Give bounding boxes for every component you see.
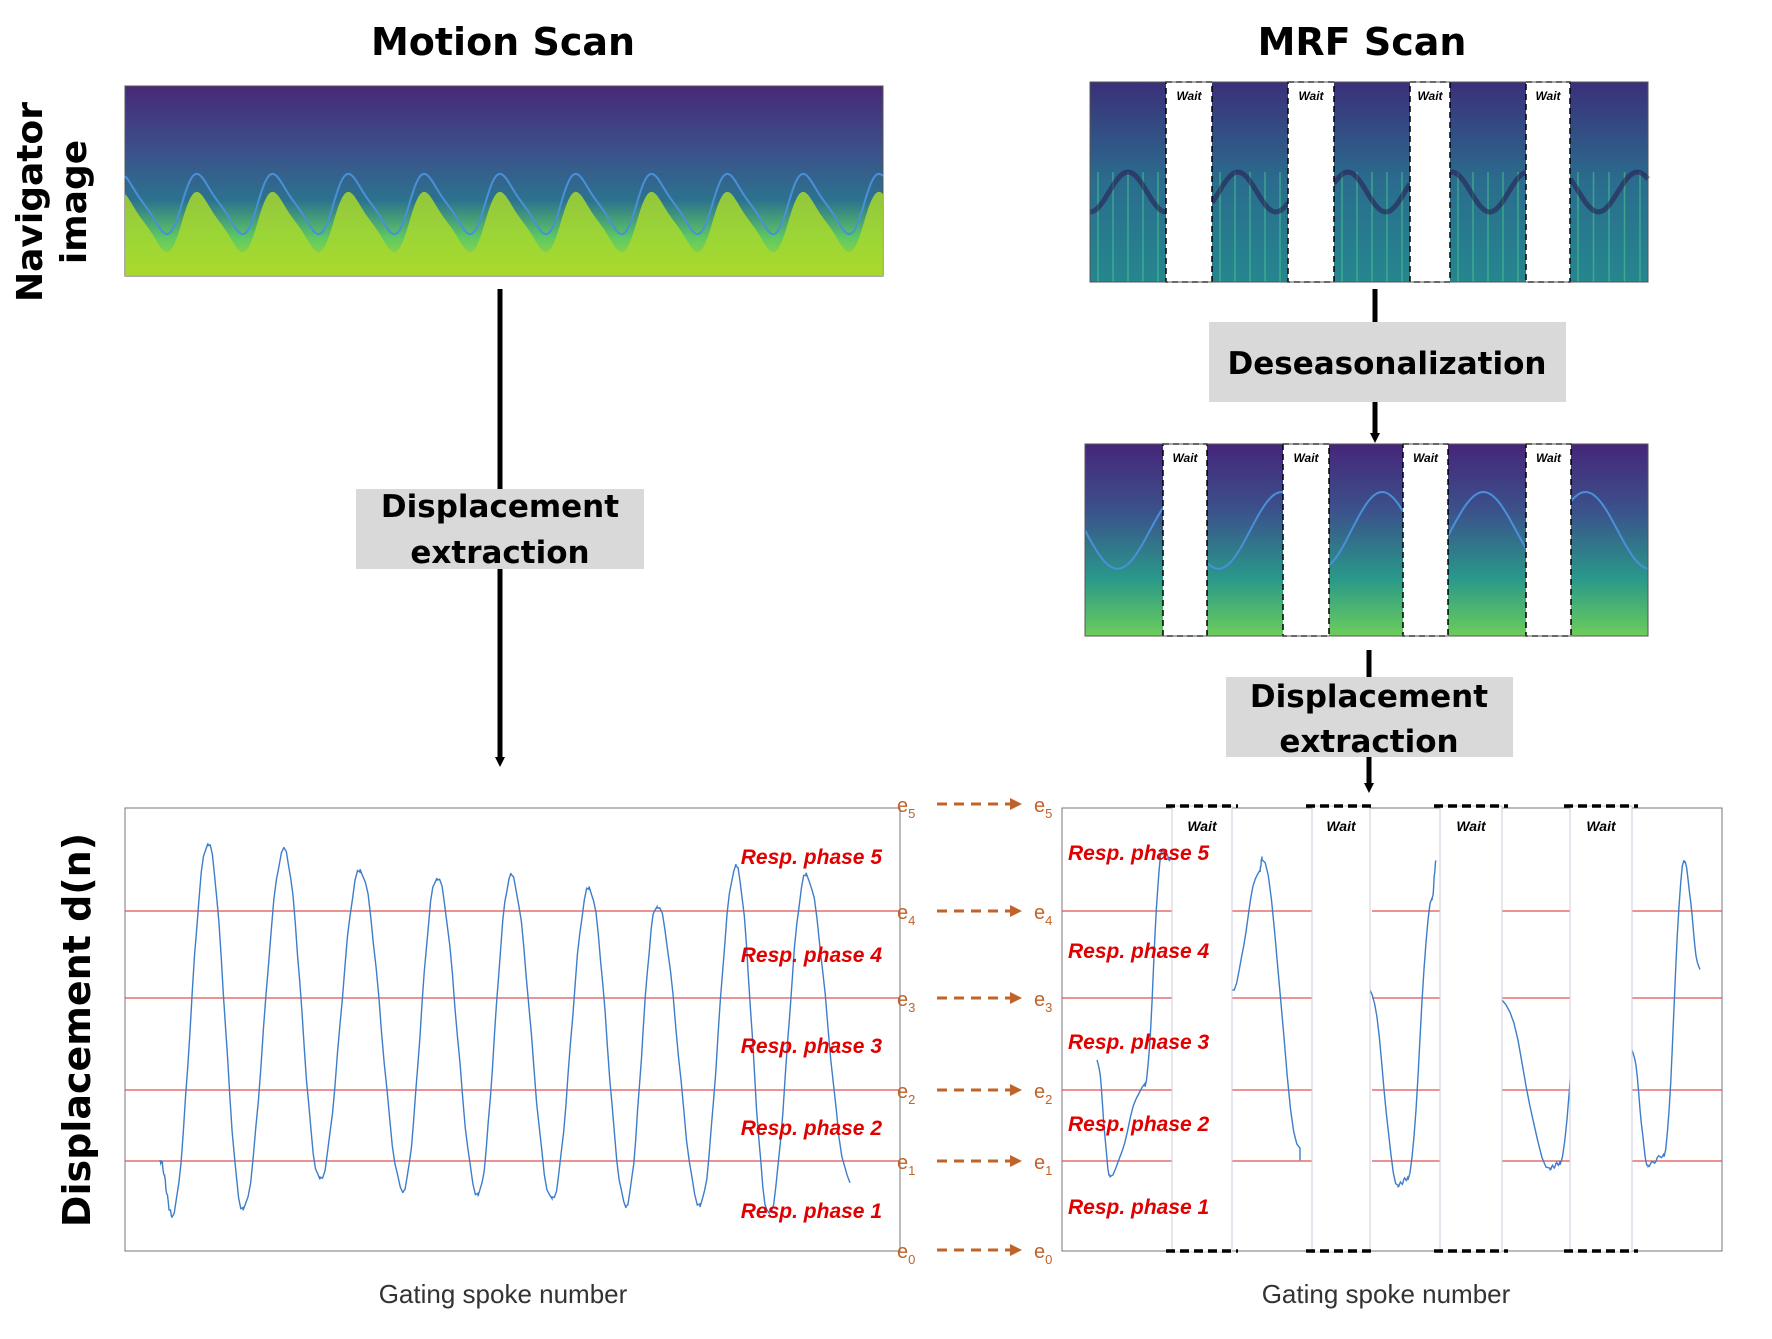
wait-label: Wait — [1536, 451, 1562, 465]
wait-gap — [1409, 81, 1451, 283]
svg-text:extraction: extraction — [410, 535, 589, 571]
wait-gap — [1525, 81, 1571, 283]
navigator-label-line1: Navigator — [10, 102, 51, 302]
threshold-label-left: e0 — [897, 1241, 915, 1267]
resp-phase-label: Resp. phase 1 — [1068, 1196, 1209, 1219]
mrf-displacement-plot — [1061, 807, 1723, 1252]
svg-text:Displacement: Displacement — [381, 489, 619, 525]
mrf-image-segment — [1085, 444, 1163, 636]
resp-phase-label: Resp. phase 1 — [741, 1200, 882, 1223]
motion-scan-title: Motion Scan — [371, 20, 635, 64]
displacement-axis-label: Displacement d(n) — [55, 833, 99, 1227]
resp-phase-label: Resp. phase 2 — [741, 1117, 883, 1140]
resp-phase-label: Resp. phase 4 — [1068, 940, 1210, 963]
svg-text:Displacement: Displacement — [1250, 679, 1488, 715]
resp-phase-label: Resp. phase 5 — [741, 846, 883, 869]
svg-text:Deseasonalization: Deseasonalization — [1228, 346, 1547, 382]
wait-gap — [1165, 81, 1213, 283]
threshold-label-right: e3 — [1034, 989, 1052, 1015]
displacement-signal — [1369, 860, 1437, 1188]
wait-label: Wait — [1456, 818, 1487, 834]
wait-gap — [1525, 443, 1572, 637]
displacement-signal — [1096, 848, 1173, 1178]
wait-gap — [1311, 805, 1371, 1253]
displacement-extraction-box-right: Displacement extraction — [1226, 677, 1513, 760]
threshold-label-right: e4 — [1034, 902, 1052, 928]
svg-text:extraction: extraction — [1279, 724, 1458, 760]
mrf-image-segment — [1448, 444, 1526, 636]
threshold-label-right: e2 — [1034, 1081, 1052, 1107]
wait-gap — [1569, 805, 1633, 1253]
displacement-signal — [1631, 859, 1701, 1168]
wait-gap — [1402, 443, 1449, 637]
motion-navigator-image — [124, 85, 884, 277]
mrf-image-segment — [1329, 444, 1403, 636]
wait-gap — [1171, 805, 1233, 1253]
wait-label: Wait — [1176, 89, 1202, 103]
wait-label: Wait — [1417, 89, 1443, 103]
wait-gap — [1282, 443, 1330, 637]
resp-phase-label: Resp. phase 5 — [1068, 842, 1210, 865]
mrf-navigator-image: Wait Wait Wait Wait — [1089, 81, 1650, 283]
resp-phase-label: Resp. phase 4 — [741, 944, 883, 967]
wait-label: Wait — [1413, 451, 1439, 465]
wait-gap — [1439, 805, 1503, 1253]
wait-label: Wait — [1326, 818, 1357, 834]
wait-label: Wait — [1586, 818, 1617, 834]
displacement-extraction-box-left: Displacement extraction — [356, 489, 644, 571]
wait-label: Wait — [1298, 89, 1324, 103]
navigator-label-line2: image — [54, 140, 95, 264]
wait-label: Wait — [1293, 451, 1319, 465]
resp-phase-label: Resp. phase 2 — [1068, 1113, 1210, 1136]
wait-label: Wait — [1172, 451, 1198, 465]
deseasonalization-box: Deseasonalization — [1209, 322, 1566, 402]
wait-label: Wait — [1187, 818, 1218, 834]
x-axis-label-right: Gating spoke number — [1262, 1279, 1511, 1309]
resp-phase-label: Resp. phase 3 — [741, 1035, 883, 1058]
threshold-label-right: e1 — [1034, 1152, 1052, 1178]
wait-gap — [1287, 81, 1335, 283]
wait-gap — [1162, 443, 1208, 637]
wait-label: Wait — [1535, 89, 1561, 103]
mrf-scan-title: MRF Scan — [1258, 20, 1467, 64]
x-axis-label-left: Gating spoke number — [379, 1279, 628, 1309]
motion-displacement-plot — [124, 807, 901, 1252]
threshold-label-right: e5 — [1034, 795, 1052, 821]
threshold-label-right: e0 — [1034, 1241, 1052, 1267]
resp-phase-label: Resp. phase 3 — [1068, 1031, 1210, 1054]
displacement-signal — [159, 842, 851, 1218]
mrf-deseasonalized-image: Wait Wait Wait Wait — [1084, 443, 1649, 637]
displacement-signal — [1231, 856, 1301, 1161]
mrf-image-segment — [1571, 444, 1648, 636]
